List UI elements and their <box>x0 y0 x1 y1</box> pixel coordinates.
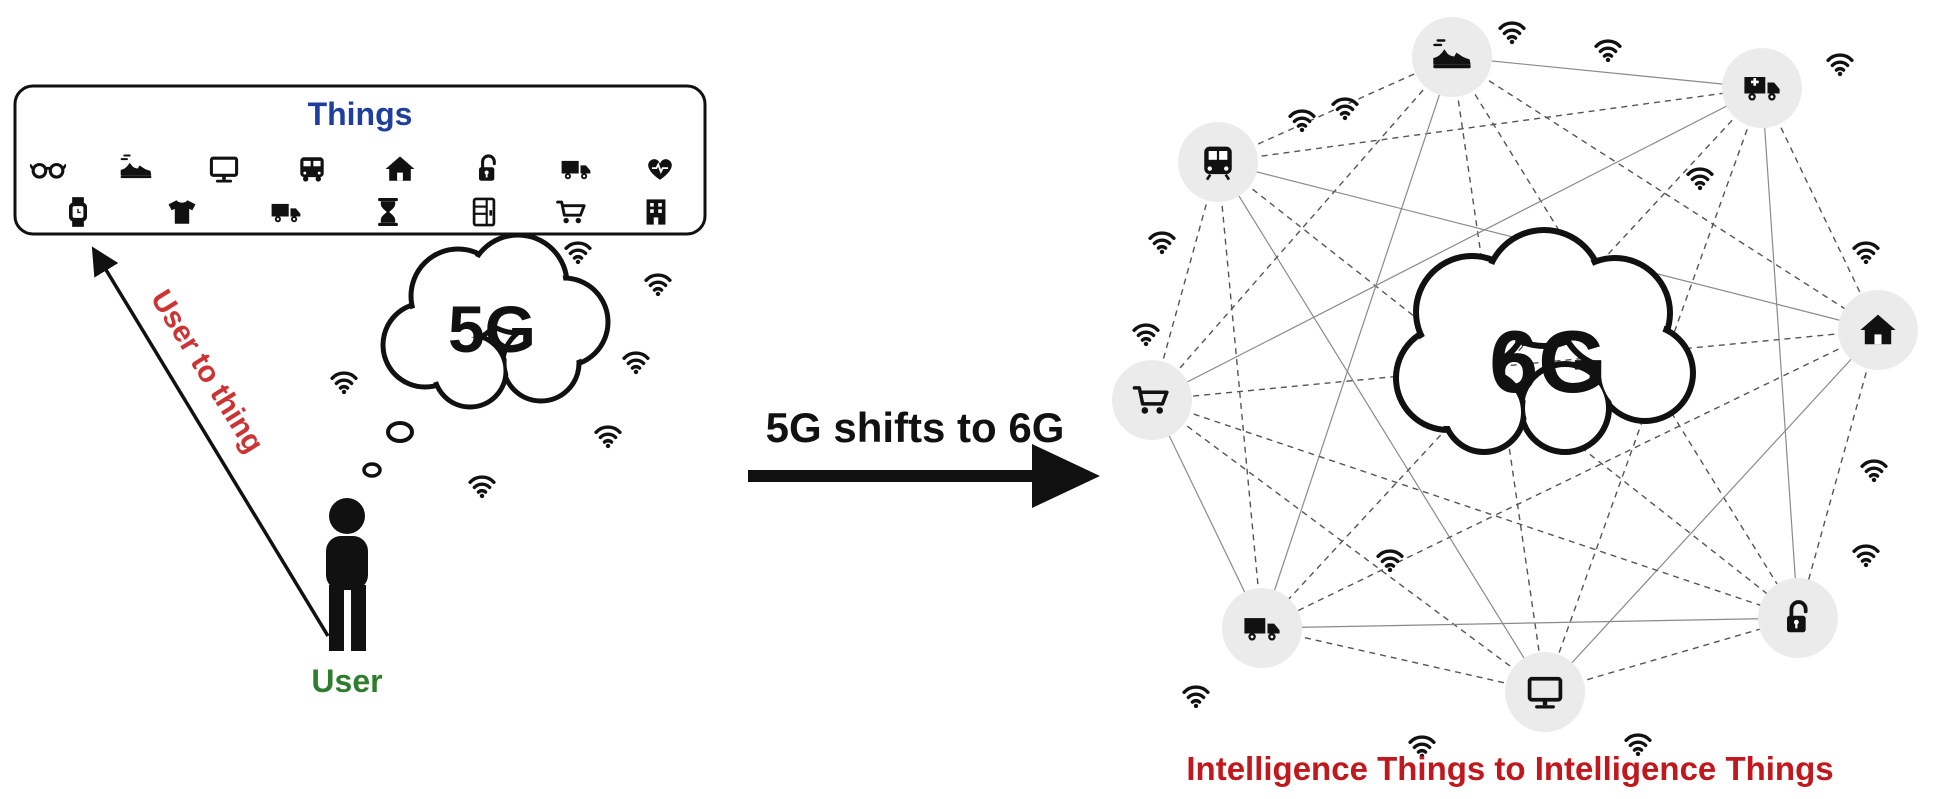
user-figure <box>326 498 368 651</box>
things-box: Things <box>13 84 707 236</box>
thought-bubble <box>386 421 414 443</box>
wifi-icon <box>1686 167 1714 192</box>
node-padlock <box>1758 578 1838 658</box>
wifi-icon <box>1132 323 1160 348</box>
network-caption: Intelligence Things to Intelligence Thin… <box>1186 750 1833 787</box>
wifi-icon <box>564 241 592 266</box>
cloud-5g: 5G <box>362 232 611 478</box>
wifi-icon <box>1148 231 1176 256</box>
node-sneaker <box>1412 17 1492 97</box>
node-truck <box>1222 588 1302 668</box>
wifi-icon <box>1594 39 1622 64</box>
things-title: Things <box>308 96 413 132</box>
node-ambulance <box>1722 48 1802 128</box>
wifi-icon <box>1331 97 1359 122</box>
node-house <box>1838 290 1918 370</box>
wifi-icon <box>1498 21 1526 46</box>
wifi-icon <box>1852 241 1880 266</box>
wifi-icon <box>622 351 650 376</box>
user-label: User <box>311 663 382 699</box>
node-monitor <box>1505 652 1585 732</box>
cloud-6g: 6G <box>1393 227 1696 455</box>
transition-arrow: 5G shifts to 6G <box>748 404 1100 508</box>
transition-label: 5G shifts to 6G <box>766 404 1065 451</box>
wifi-icon <box>644 273 672 298</box>
thought-bubble <box>362 462 382 478</box>
network-nodes <box>1112 17 1918 732</box>
wifi-icon <box>1860 459 1888 484</box>
node-train <box>1178 122 1258 202</box>
node-cart <box>1112 360 1192 440</box>
user-to-thing-label: User to thing <box>144 284 270 458</box>
cloud-6g-label: 6G <box>1489 312 1606 411</box>
wifi-icon <box>468 475 496 500</box>
cloud-5g-label: 5G <box>448 292 536 366</box>
building-icon <box>646 199 666 225</box>
wifi-icon <box>330 371 358 396</box>
user-to-thing-arrow: User to thing <box>91 246 330 637</box>
wifi-icon <box>594 425 622 450</box>
wifi-icon <box>1376 549 1404 574</box>
wifi-icon <box>1288 109 1316 134</box>
wifi-icon <box>1852 544 1880 569</box>
wifi-icon <box>1826 53 1854 78</box>
things-box-border <box>13 84 707 236</box>
wifi-icon <box>1182 685 1210 710</box>
